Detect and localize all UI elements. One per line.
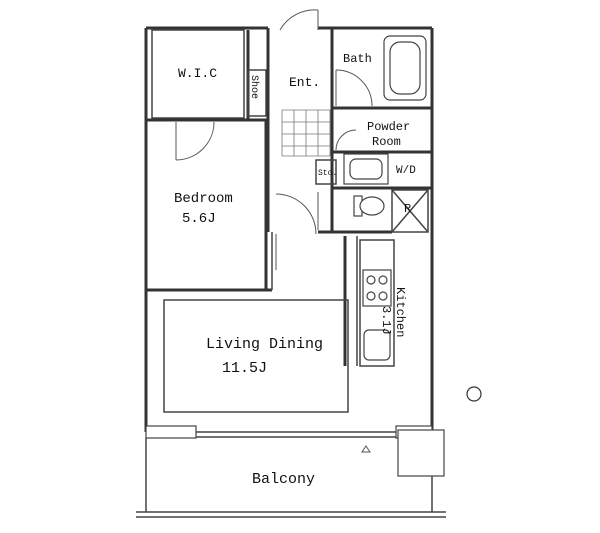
- balcony: [136, 429, 446, 518]
- kitchen-sink-icon: [363, 329, 391, 361]
- fixtures: [343, 35, 427, 361]
- label-powder-2: Room: [372, 135, 401, 149]
- label-kitchen: Kitchen: [393, 287, 407, 337]
- toilet-icon: [359, 196, 385, 216]
- label-living: Living Dining: [206, 336, 323, 353]
- entrance-tiles: [281, 109, 331, 157]
- label-washer-dryer: W/D: [396, 165, 416, 177]
- label-kitchen-size: 3.1J: [379, 306, 393, 335]
- stove-icon: [362, 269, 392, 307]
- label-powder-1: Powder: [367, 120, 410, 134]
- label-bath: Bath: [343, 52, 372, 66]
- interior-walls: [146, 28, 432, 413]
- label-wic: W.I.C: [178, 66, 217, 81]
- label-storage: Sto.: [318, 169, 337, 178]
- north-arrow-icon: [466, 386, 482, 402]
- balcony-unit: [397, 429, 445, 477]
- label-entrance: Ent.: [289, 75, 320, 90]
- label-bedroom: Bedroom: [174, 191, 233, 207]
- label-bedroom-size: 5.6J: [182, 211, 216, 227]
- label-living-size: 11.5J: [222, 360, 267, 377]
- vent-icon: [361, 445, 371, 453]
- label-shoe: Shoe: [248, 75, 260, 99]
- label-balcony: Balcony: [252, 471, 315, 488]
- doors: [175, 9, 373, 270]
- label-refrigerator: R: [404, 202, 411, 216]
- room-labels: W.I.C Shoe Ent. Bath Powder Room W/D Sto…: [174, 52, 416, 488]
